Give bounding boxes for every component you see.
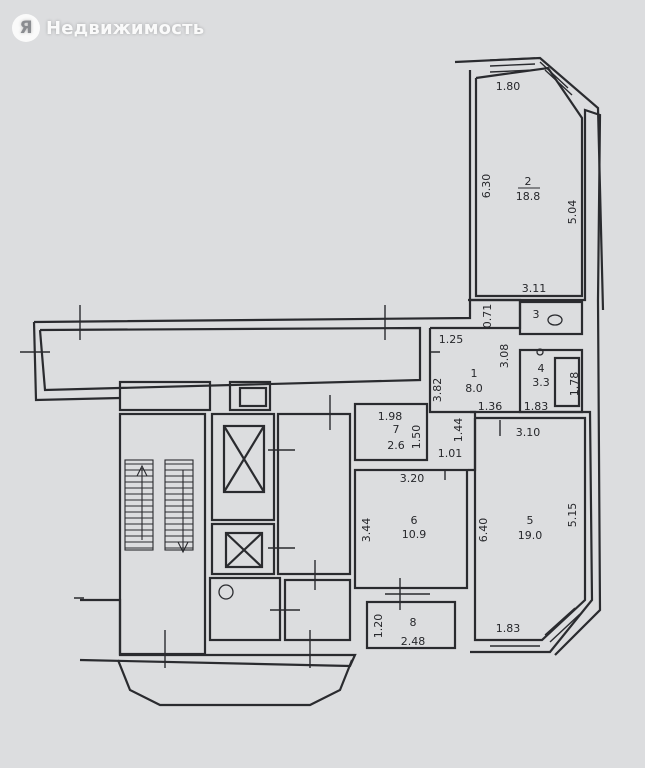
room-1-number: 1 (471, 367, 478, 380)
stair-flight-left (124, 459, 154, 551)
bottom-bay (116, 659, 354, 707)
dim-r2-right: 5.04 (566, 200, 579, 225)
door-tick-lines (20, 305, 501, 668)
dim-r6-left: 3.44 (360, 518, 373, 543)
room-3 (518, 300, 584, 336)
bath-core (208, 576, 282, 642)
dim-r4-bottom: 1.83 (524, 400, 549, 413)
walls (32, 56, 605, 707)
dim-r2-bottom: 3.11 (522, 282, 547, 295)
watermark: Я Недвижимость (12, 14, 204, 42)
room-6-area: 10.9 (402, 528, 427, 541)
corridor-room (38, 326, 422, 392)
dim-r1-bottom: 1.36 (478, 400, 503, 413)
window-room-6 (385, 587, 430, 595)
room-8-number: 8 (410, 616, 417, 629)
dim-r4-side: 1.78 (568, 372, 581, 397)
toilet-core-icon (218, 584, 234, 600)
room-labels: 2 18.8 3 4 3.3 1 8.0 7 2.6 6 10.9 5 19.0… (387, 175, 550, 648)
core-top-left (118, 380, 212, 412)
dim-r8-left: 1.20 (372, 614, 385, 639)
window-top (489, 57, 536, 73)
meter-box (238, 386, 268, 408)
room-8-area: 2.48 (401, 635, 426, 648)
sink-icon (536, 348, 544, 356)
window-bottom (490, 639, 540, 653)
right-outer (554, 299, 602, 656)
elevator-2-box (224, 531, 264, 569)
corridor-left (32, 321, 121, 402)
corridor-top (33, 300, 472, 324)
room-5-inner (473, 416, 587, 642)
bottom-wall (79, 598, 357, 668)
stair-flight-right (164, 459, 194, 551)
dim-r6-top: 3.20 (400, 472, 425, 485)
dim-r7-side: 1.50 (410, 425, 423, 450)
dim-r5-left: 6.40 (477, 518, 490, 543)
room-7-area: 2.6 (387, 439, 405, 452)
elevator-2-cross (225, 532, 263, 568)
dim-r2-top: 1.80 (496, 80, 521, 93)
stairs (124, 459, 194, 554)
room-4-area: 3.3 (532, 376, 550, 389)
window-bay-bottom (544, 607, 581, 643)
dim-r2-left: 6.30 (480, 174, 493, 199)
room-1-area: 8.0 (465, 382, 483, 395)
dim-r1-left: 3.82 (431, 378, 444, 403)
room-5-number: 5 (527, 514, 534, 527)
door-ticks (20, 305, 501, 668)
dimension-labels: 1.80 6.30 5.04 3.11 0.71 1.25 3.08 1.78 … (360, 80, 581, 638)
dim-r5-bottom: 1.83 (496, 622, 521, 635)
stair-treads (125, 463, 193, 549)
dim-r5-right: 5.15 (566, 503, 579, 528)
elevator-1-cross (223, 425, 265, 493)
elevator-shaft-1 (210, 412, 276, 522)
yandex-logo-icon: Я (12, 14, 40, 42)
room-6-number: 6 (411, 514, 418, 527)
watermark-text: Недвижимость (46, 17, 205, 39)
room-2-inner (474, 66, 584, 298)
stair-arrow-up (136, 464, 148, 540)
room-1-top (430, 298, 522, 330)
room-3-number: 3 (533, 308, 540, 321)
stairwell (118, 412, 207, 656)
room-2-area: 18.8 (516, 190, 541, 203)
room-5-area: 19.0 (518, 529, 543, 542)
windows (385, 57, 581, 653)
room-2-number: 2 (525, 175, 532, 188)
bathtub (553, 356, 581, 408)
hall-core (276, 412, 352, 576)
dim-r1-lower: 1.01 (438, 447, 463, 460)
window-bay-top (539, 61, 573, 96)
toilet-icon (547, 314, 563, 326)
room-8 (365, 600, 457, 650)
dim-r5-top: 3.10 (516, 426, 541, 439)
dim-r7-top: 1.98 (378, 410, 403, 423)
dim-r1-top: 1.25 (439, 333, 464, 346)
dim-r3-left: 0.71 (481, 304, 494, 329)
room-7-number: 7 (393, 423, 400, 436)
room-7 (353, 402, 429, 462)
elevator-shaft-2 (210, 522, 276, 576)
core-top-right (228, 380, 272, 412)
fixtures (218, 314, 563, 600)
stair-arrow-down (177, 470, 189, 554)
dim-r1-right: 3.08 (498, 344, 511, 369)
elevator-1-box (222, 424, 266, 494)
dim-r1-door: 1.44 (452, 418, 465, 443)
room-4-number: 4 (538, 362, 545, 375)
